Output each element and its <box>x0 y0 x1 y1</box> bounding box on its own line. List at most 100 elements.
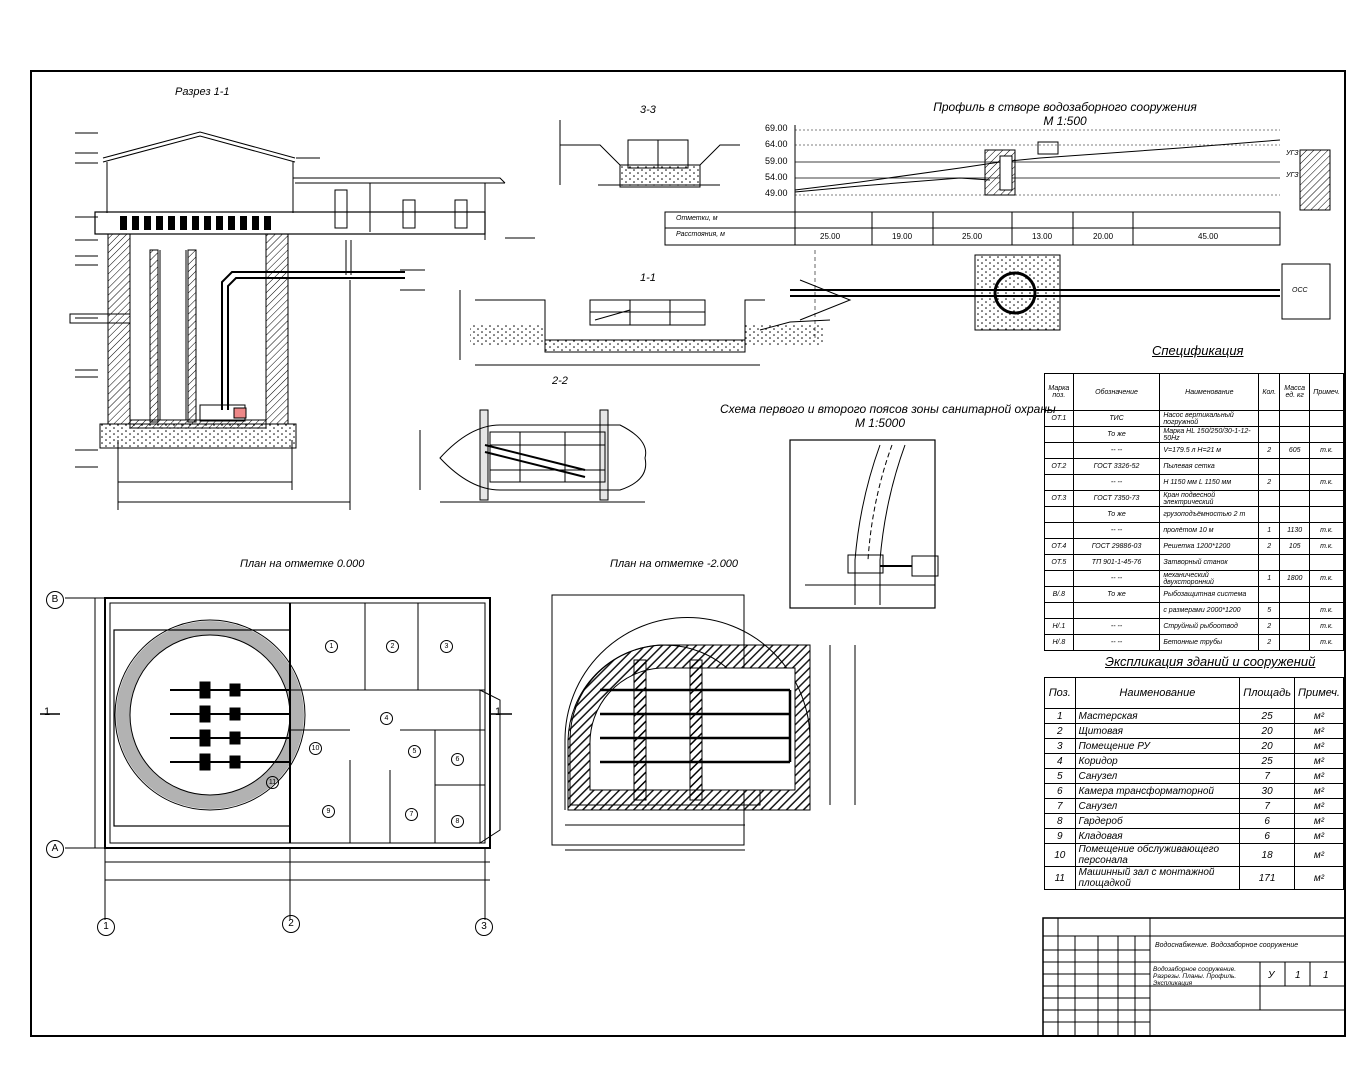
spec-cell: ОТ.4 <box>1044 538 1074 555</box>
profile-oss-label: ОСС <box>1292 287 1308 294</box>
spec-cell <box>1044 602 1074 619</box>
title-sanitary-text: Схема первого и второго поясов зоны сани… <box>720 402 1056 416</box>
stamp-stage: У <box>1268 970 1275 981</box>
section-1-1-drawing <box>69 131 535 510</box>
spec-cell: -- -- <box>1072 634 1161 651</box>
spec-cell: ТП 901-1-45-76 <box>1072 554 1161 571</box>
spec-cell <box>1279 410 1311 427</box>
title-section-1-1: Разрез 1-1 <box>175 86 230 98</box>
expl-cell: м² <box>1293 866 1345 890</box>
spec-cell: 1 <box>1258 570 1281 587</box>
expl-cell: 5 <box>1044 768 1076 784</box>
spec-cell: 605 <box>1279 442 1311 459</box>
expl-cell: 9 <box>1044 828 1076 844</box>
room-number-7: 7 <box>405 808 418 821</box>
room-number-3: 3 <box>440 640 453 653</box>
profile-y-label-5: 49.00 <box>765 188 788 198</box>
axis-letter-v: В <box>46 591 64 609</box>
expl-cell: 171 <box>1239 866 1295 890</box>
room-number-10: 10 <box>309 742 322 755</box>
spec-cell: Затворный станок <box>1159 554 1260 571</box>
spec-cell: 5 <box>1258 602 1281 619</box>
spec-cell: с размерами 2000*1200 <box>1159 602 1260 619</box>
spec-cell: Насос вертикальный погружной <box>1159 410 1260 427</box>
spec-cell <box>1309 410 1344 427</box>
spec-cell: 1 <box>1258 522 1281 539</box>
spec-cell: т.к. <box>1309 522 1344 539</box>
spec-cell <box>1044 570 1074 587</box>
profile-drawing <box>664 125 1331 340</box>
expl-cell: м² <box>1293 783 1345 799</box>
title-section-1-1b: 1-1 <box>640 272 656 284</box>
expl-cell: м² <box>1293 768 1345 784</box>
spec-cell: Бетонные трубы <box>1159 634 1260 651</box>
expl-header-area: Площадь <box>1239 677 1295 709</box>
spec-cell <box>1309 490 1344 507</box>
spec-cell <box>1258 554 1281 571</box>
spec-cell <box>1309 506 1344 523</box>
spec-cell: ОТ.2 <box>1044 458 1074 475</box>
spec-cell: То же <box>1072 586 1161 603</box>
sanitary-zone-drawing <box>789 439 939 609</box>
spec-cell: То же <box>1072 506 1161 523</box>
spec-cell: ГОСТ 29886-03 <box>1072 538 1161 555</box>
profile-distance-5: 20.00 <box>1093 232 1114 241</box>
room-number-11: 11 <box>266 776 279 789</box>
expl-cell: 6 <box>1044 783 1076 799</box>
spec-cell: 2 <box>1258 618 1281 635</box>
plan-2-drawing <box>551 594 856 851</box>
spec-cell: ОТ.3 <box>1044 490 1074 507</box>
expl-cell: Гардероб <box>1074 813 1241 829</box>
spec-cell: т.к. <box>1309 634 1344 651</box>
spec-cell <box>1044 442 1074 459</box>
spec-cell: ТИС <box>1072 410 1161 427</box>
spec-cell <box>1258 586 1281 603</box>
expl-cell: 1 <box>1044 708 1076 724</box>
spec-cell: т.к. <box>1309 442 1344 459</box>
profile-distance-1: 25.00 <box>820 232 841 241</box>
title-section-3-3: 3-3 <box>640 104 656 116</box>
profile-y-label-3: 59.00 <box>765 156 788 166</box>
spec-cell: В/.8 <box>1044 586 1074 603</box>
spec-cell: т.к. <box>1309 538 1344 555</box>
spec-cell: Кран подвесной электрический <box>1159 490 1260 507</box>
spec-cell: То же <box>1072 426 1161 443</box>
expl-header-note: Примеч. <box>1293 677 1345 709</box>
spec-cell: Струйный рыбоотвод <box>1159 618 1260 635</box>
expl-cell: м² <box>1293 723 1345 739</box>
spec-cell: пролётом 10 м <box>1159 522 1260 539</box>
profile-y-label-4: 54.00 <box>765 172 788 182</box>
expl-cell: м² <box>1293 843 1345 867</box>
spec-cell: 2 <box>1258 634 1281 651</box>
axis-number-1: 1 <box>97 918 115 936</box>
title-profile-scale: М 1:500 <box>1043 114 1087 128</box>
spec-cell <box>1279 618 1311 635</box>
expl-header-pos: Поз. <box>1044 677 1076 709</box>
section-3-3-drawing <box>559 120 740 188</box>
room-number-4: 4 <box>380 712 393 725</box>
room-number-8: 8 <box>451 815 464 828</box>
expl-cell: 6 <box>1239 828 1295 844</box>
title-plan-0: План на отметке 0.000 <box>240 558 365 570</box>
axis-number-3: 3 <box>475 918 493 936</box>
profile-distance-3: 25.00 <box>962 232 983 241</box>
title-sanitary-scale: М 1:5000 <box>854 416 906 430</box>
spec-cell: V=179.5 л Н=21 м <box>1159 442 1260 459</box>
expl-cell: м² <box>1293 813 1345 829</box>
title-plan-2: План на отметке -2.000 <box>610 558 739 570</box>
